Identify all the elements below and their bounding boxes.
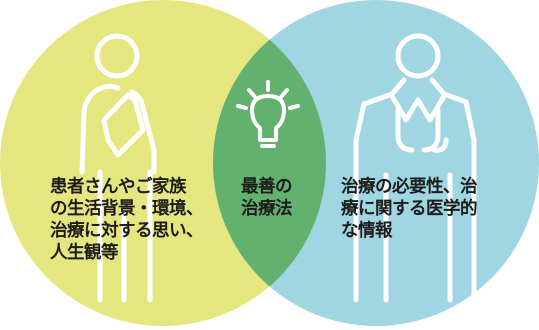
doctor-figure-icon bbox=[353, 33, 477, 303]
left-text-line: 人生観等 bbox=[50, 243, 119, 263]
right-text-line: 治療の必要性、治 bbox=[341, 177, 478, 197]
patient-context-text: 患者さんやご家族 の生活背景・環境、 治療に対する思い、 人生観等 bbox=[50, 176, 204, 264]
overlap-region bbox=[213, 0, 326, 326]
best-treatment-text: 最善の 治療法 bbox=[241, 176, 293, 220]
lightbulb-icon bbox=[236, 80, 300, 148]
right-text-line: な情報 bbox=[341, 221, 393, 241]
left-text-line: の生活背景・環境、 bbox=[50, 199, 204, 219]
patient-figure-icon bbox=[79, 33, 157, 303]
right-text-line: 療に関する医学的 bbox=[341, 199, 478, 219]
left-text-line: 患者さんやご家族 bbox=[50, 177, 187, 197]
medical-info-text: 治療の必要性、治 療に関する医学的 な情報 bbox=[341, 176, 478, 242]
center-text-line: 最善の bbox=[241, 177, 293, 197]
left-text-line: 治療に対する思い、 bbox=[50, 221, 204, 241]
center-text-line: 治療法 bbox=[241, 199, 293, 219]
